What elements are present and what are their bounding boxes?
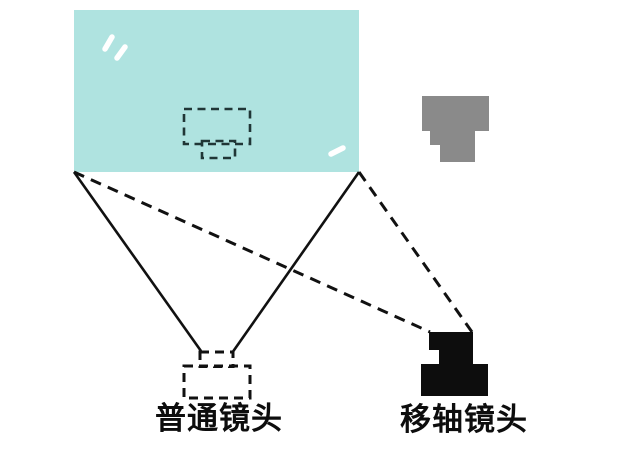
normal-lens-ray-right	[230, 171, 361, 354]
gray-camera-icon	[422, 96, 489, 162]
normal-lens-label: 普通镜头	[155, 401, 283, 436]
projected-camera-outline-icon	[182, 107, 252, 160]
projected-camera-lens	[200, 139, 237, 160]
normal-camera-body-fill	[186, 368, 248, 396]
normal-camera-body	[182, 364, 252, 400]
tilt-shift-ray-right	[357, 171, 474, 333]
tilt-shift-camera-icon	[421, 332, 488, 396]
normal-lens-ray-left	[72, 171, 203, 352]
tilt-shift-lens-label: 移轴镜头	[400, 402, 528, 437]
normal-camera-outline-icon	[182, 350, 252, 400]
wall-shine-icon	[114, 44, 128, 61]
wall-shine-icon	[102, 34, 115, 52]
tilt-shift-ray-left	[73, 170, 431, 334]
projected-camera-body	[182, 107, 252, 146]
wall-shine-icon	[328, 145, 346, 157]
wall-rectangle	[74, 10, 359, 172]
